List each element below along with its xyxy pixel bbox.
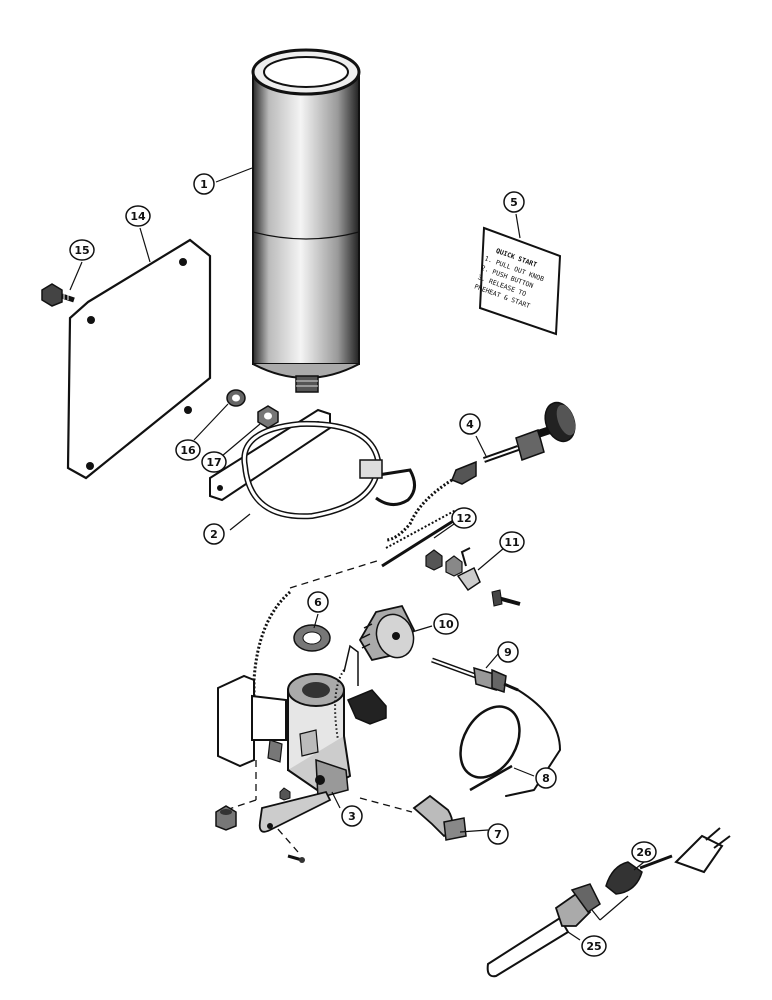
instruction-decal: QUICK START 1. PULL OUT KNOB 2. PUSH BUT… bbox=[473, 226, 562, 336]
callout-2: 2 bbox=[203, 523, 225, 545]
callout-3: 3 bbox=[341, 805, 363, 827]
callout-9: 9 bbox=[497, 641, 519, 663]
thermal-sensor-9 bbox=[431, 657, 561, 797]
cable-clip-11 bbox=[456, 547, 481, 592]
callout-label: 16 bbox=[180, 444, 196, 457]
callout-7: 7 bbox=[487, 823, 509, 845]
callout-label: 11 bbox=[504, 536, 519, 549]
callout-label: 14 bbox=[130, 210, 146, 223]
lock-washer-16 bbox=[226, 389, 246, 407]
leader-lines bbox=[69, 167, 645, 941]
gasket-6 bbox=[293, 624, 331, 652]
callout-26: 26 bbox=[631, 841, 657, 863]
callout-25: 25 bbox=[581, 935, 607, 957]
small-screw bbox=[287, 854, 305, 863]
clip-screw bbox=[491, 589, 521, 607]
callout-5: 5 bbox=[503, 191, 525, 213]
callout-label: 12 bbox=[456, 512, 471, 525]
callout-label: 7 bbox=[494, 828, 502, 841]
callout-4: 4 bbox=[459, 413, 481, 435]
valve-body-3 bbox=[217, 644, 387, 833]
callout-11: 11 bbox=[499, 531, 525, 553]
bolt-15 bbox=[41, 283, 75, 307]
callout-label: 4 bbox=[466, 418, 474, 431]
callout-label: 10 bbox=[438, 618, 454, 631]
callout-label: 8 bbox=[542, 772, 550, 785]
callout-15: 15 bbox=[69, 239, 95, 261]
callout-label: 15 bbox=[74, 244, 89, 257]
callout-10: 10 bbox=[433, 613, 459, 635]
callout-17: 17 bbox=[201, 451, 227, 473]
callout-16: 16 bbox=[175, 439, 201, 461]
control-cable bbox=[252, 590, 291, 700]
tube-coil-8 bbox=[459, 705, 521, 792]
callout-8: 8 bbox=[535, 767, 557, 789]
callout-label: 17 bbox=[206, 456, 221, 469]
callout-6: 6 bbox=[307, 591, 329, 613]
callout-14: 14 bbox=[125, 205, 151, 227]
nut-17 bbox=[257, 405, 279, 429]
plug-10 bbox=[358, 604, 416, 662]
mounting-plate bbox=[66, 238, 212, 480]
callout-label: 26 bbox=[636, 846, 652, 859]
callout-1: 1 bbox=[193, 173, 215, 195]
power-cord-26 bbox=[605, 827, 731, 895]
clamp-bracket bbox=[209, 408, 416, 520]
callout-label: 3 bbox=[348, 810, 356, 823]
heater-element-25 bbox=[486, 883, 601, 978]
control-knob bbox=[385, 401, 576, 542]
callout-label: 25 bbox=[586, 940, 601, 953]
cable-wire-12 bbox=[381, 509, 459, 568]
small-nuts bbox=[425, 549, 463, 577]
ether-canister bbox=[251, 48, 361, 393]
callout-label: 5 bbox=[510, 196, 518, 209]
callout-12: 12 bbox=[451, 507, 477, 529]
callout-label: 9 bbox=[504, 646, 512, 659]
callout-label: 2 bbox=[210, 528, 218, 541]
elbow-fitting-7 bbox=[412, 794, 467, 841]
callout-label: 1 bbox=[200, 178, 208, 191]
set-screw bbox=[215, 805, 237, 831]
callout-label: 6 bbox=[314, 596, 322, 609]
